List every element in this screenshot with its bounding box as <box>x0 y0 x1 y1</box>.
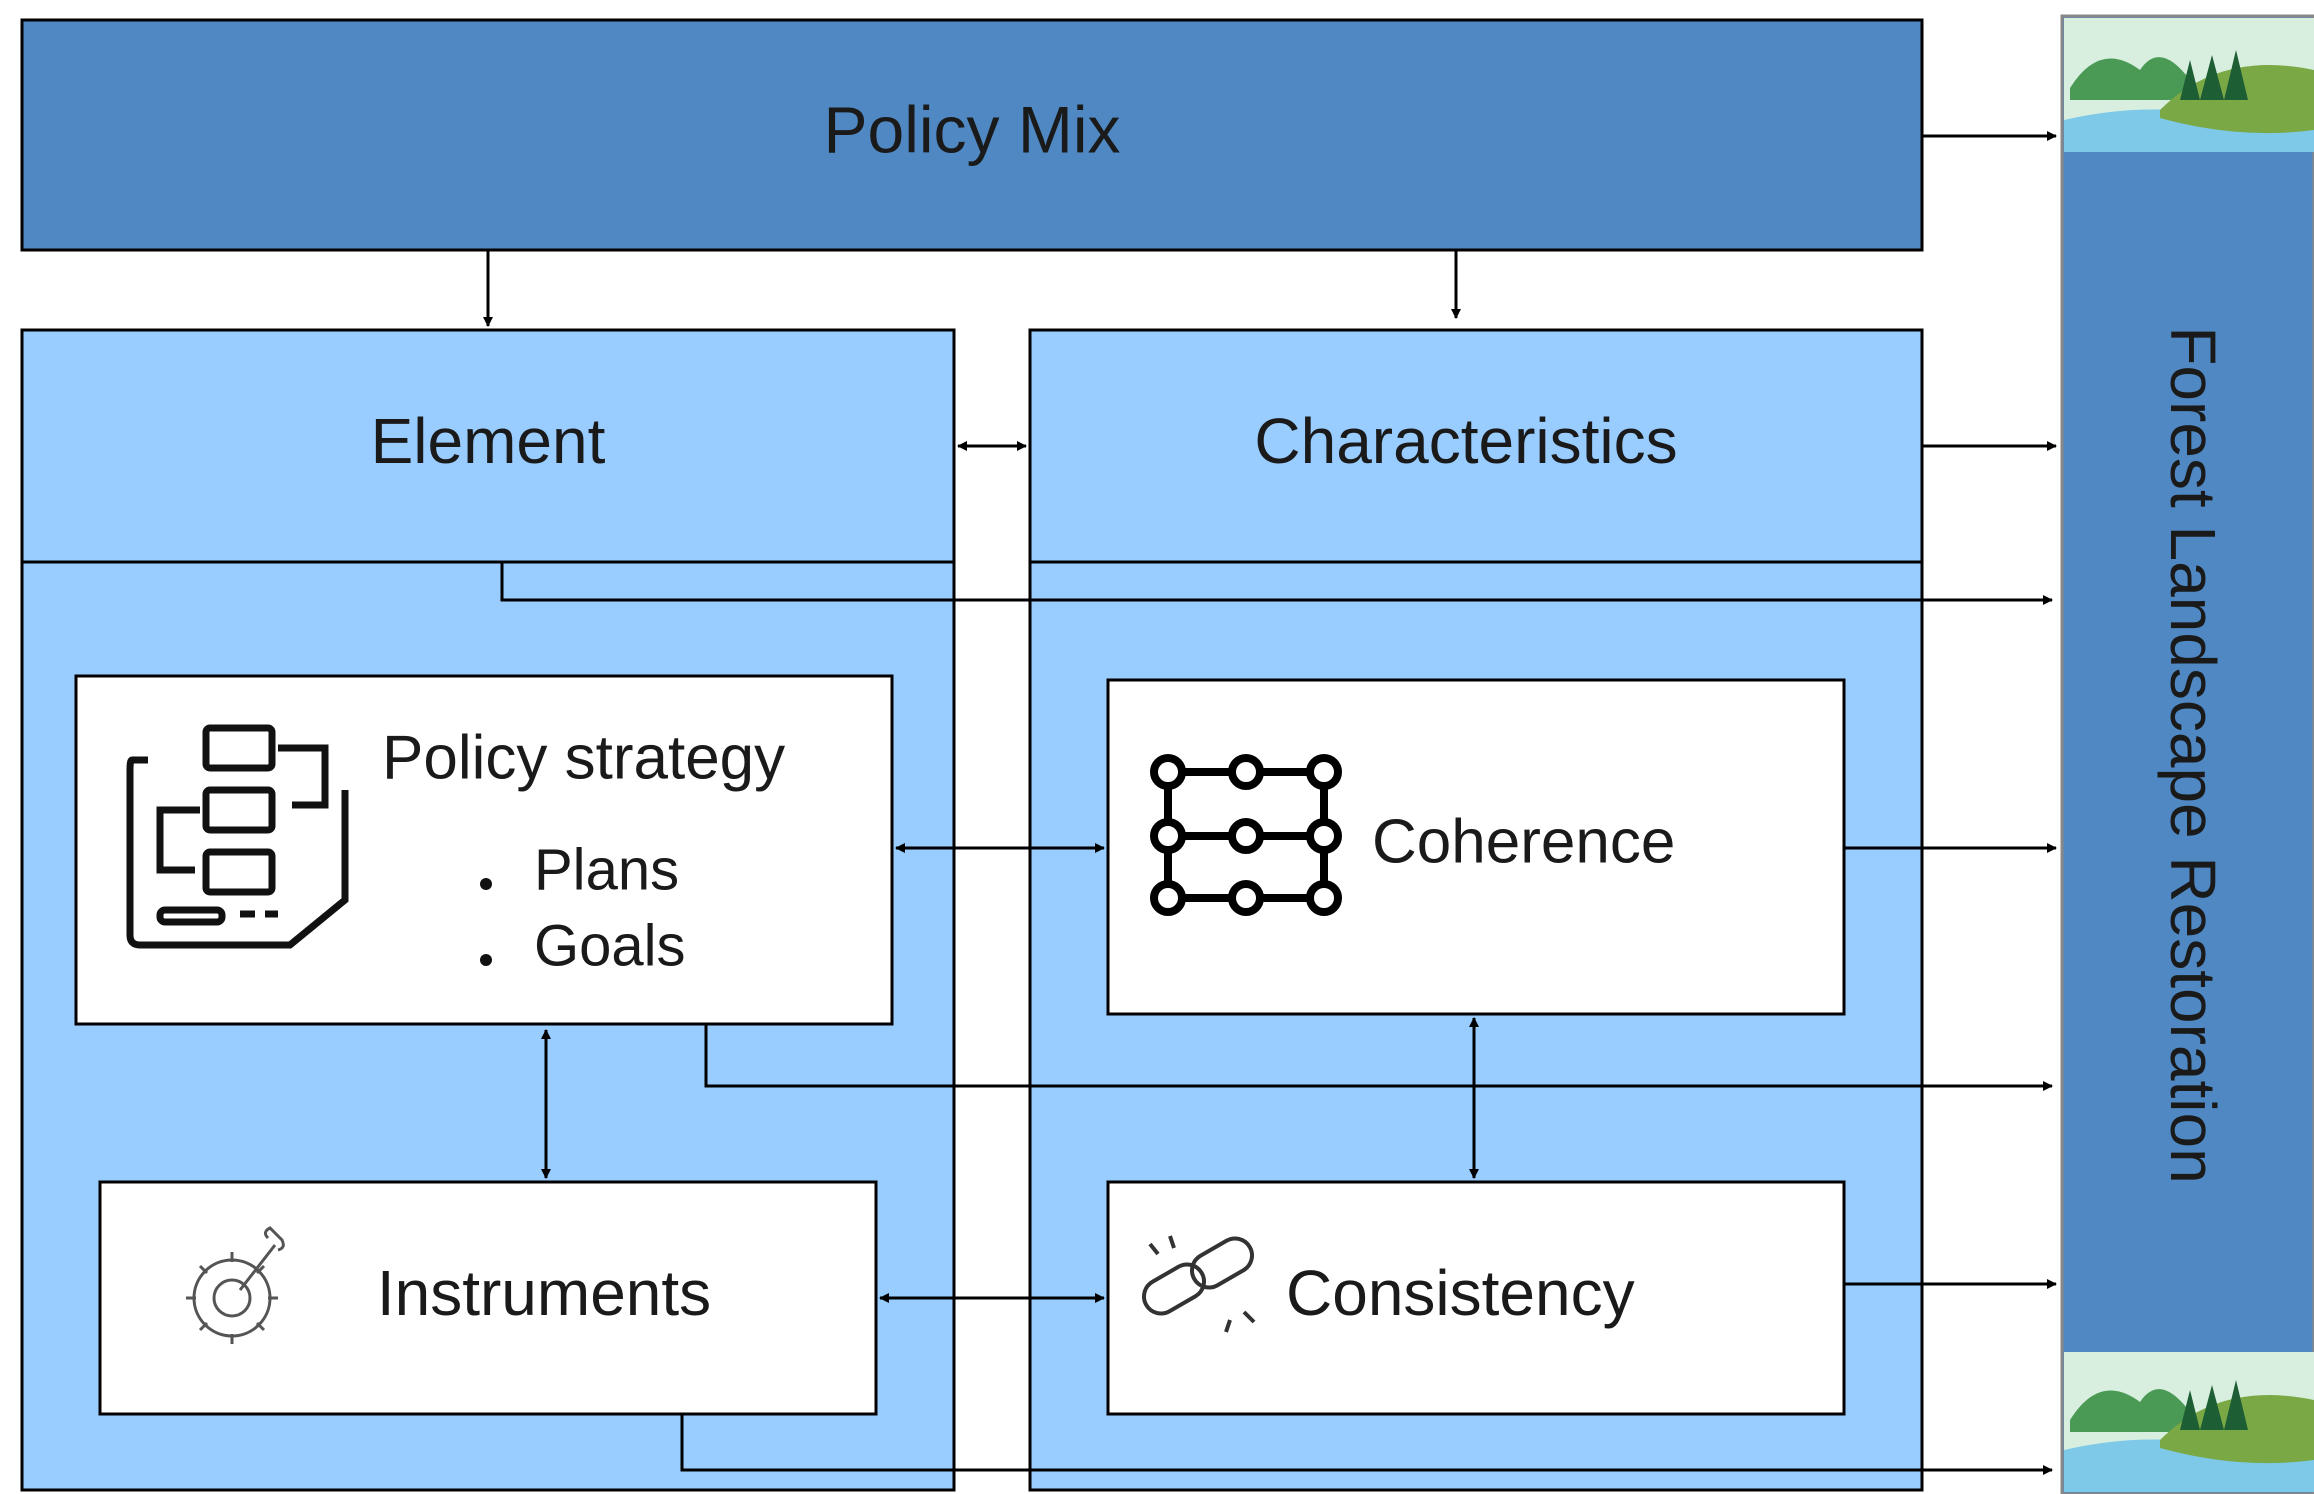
forest-landscape-restoration-panel: Forest Landscape Restoration <box>2060 14 2314 1494</box>
policy-mix-label: Policy Mix <box>823 92 1120 166</box>
flowchart-document-icon <box>126 724 349 949</box>
instruments-label: Instruments <box>377 1257 711 1329</box>
policy-mix-box <box>20 18 1924 252</box>
characteristics-label: Characteristics <box>1254 405 1677 477</box>
connector-arrow <box>500 562 2053 605</box>
bullet-dot <box>480 954 492 966</box>
element-label: Element <box>371 405 606 477</box>
broken-chain-link-icon <box>1142 1235 1256 1333</box>
landscape-illustration-icon <box>2064 18 2314 152</box>
landscape-illustration-icon <box>2064 1352 2314 1492</box>
coherence-box <box>1106 678 1846 1016</box>
coherence-label: Coherence <box>1372 807 1675 876</box>
forest-landscape-restoration-label: Forest Landscape Restoration <box>2157 326 2229 1183</box>
connector-arrow <box>680 1414 2053 1475</box>
connector-arrow <box>704 1024 2053 1091</box>
bullet-dot <box>480 878 492 890</box>
policy-strategy-bullets: Plans Goals <box>480 837 686 978</box>
instruments-box <box>98 1180 878 1416</box>
policy-strategy-title: Policy strategy <box>382 723 785 792</box>
node-grid-icon <box>1150 754 1342 916</box>
consistency-box <box>1106 1180 1846 1416</box>
gear-wrench-icon <box>186 1226 285 1344</box>
bullet-plans: Plans <box>534 837 679 902</box>
connectors <box>483 131 2057 1475</box>
bullet-goals: Goals <box>534 913 686 978</box>
consistency-label: Consistency <box>1286 1257 1635 1329</box>
